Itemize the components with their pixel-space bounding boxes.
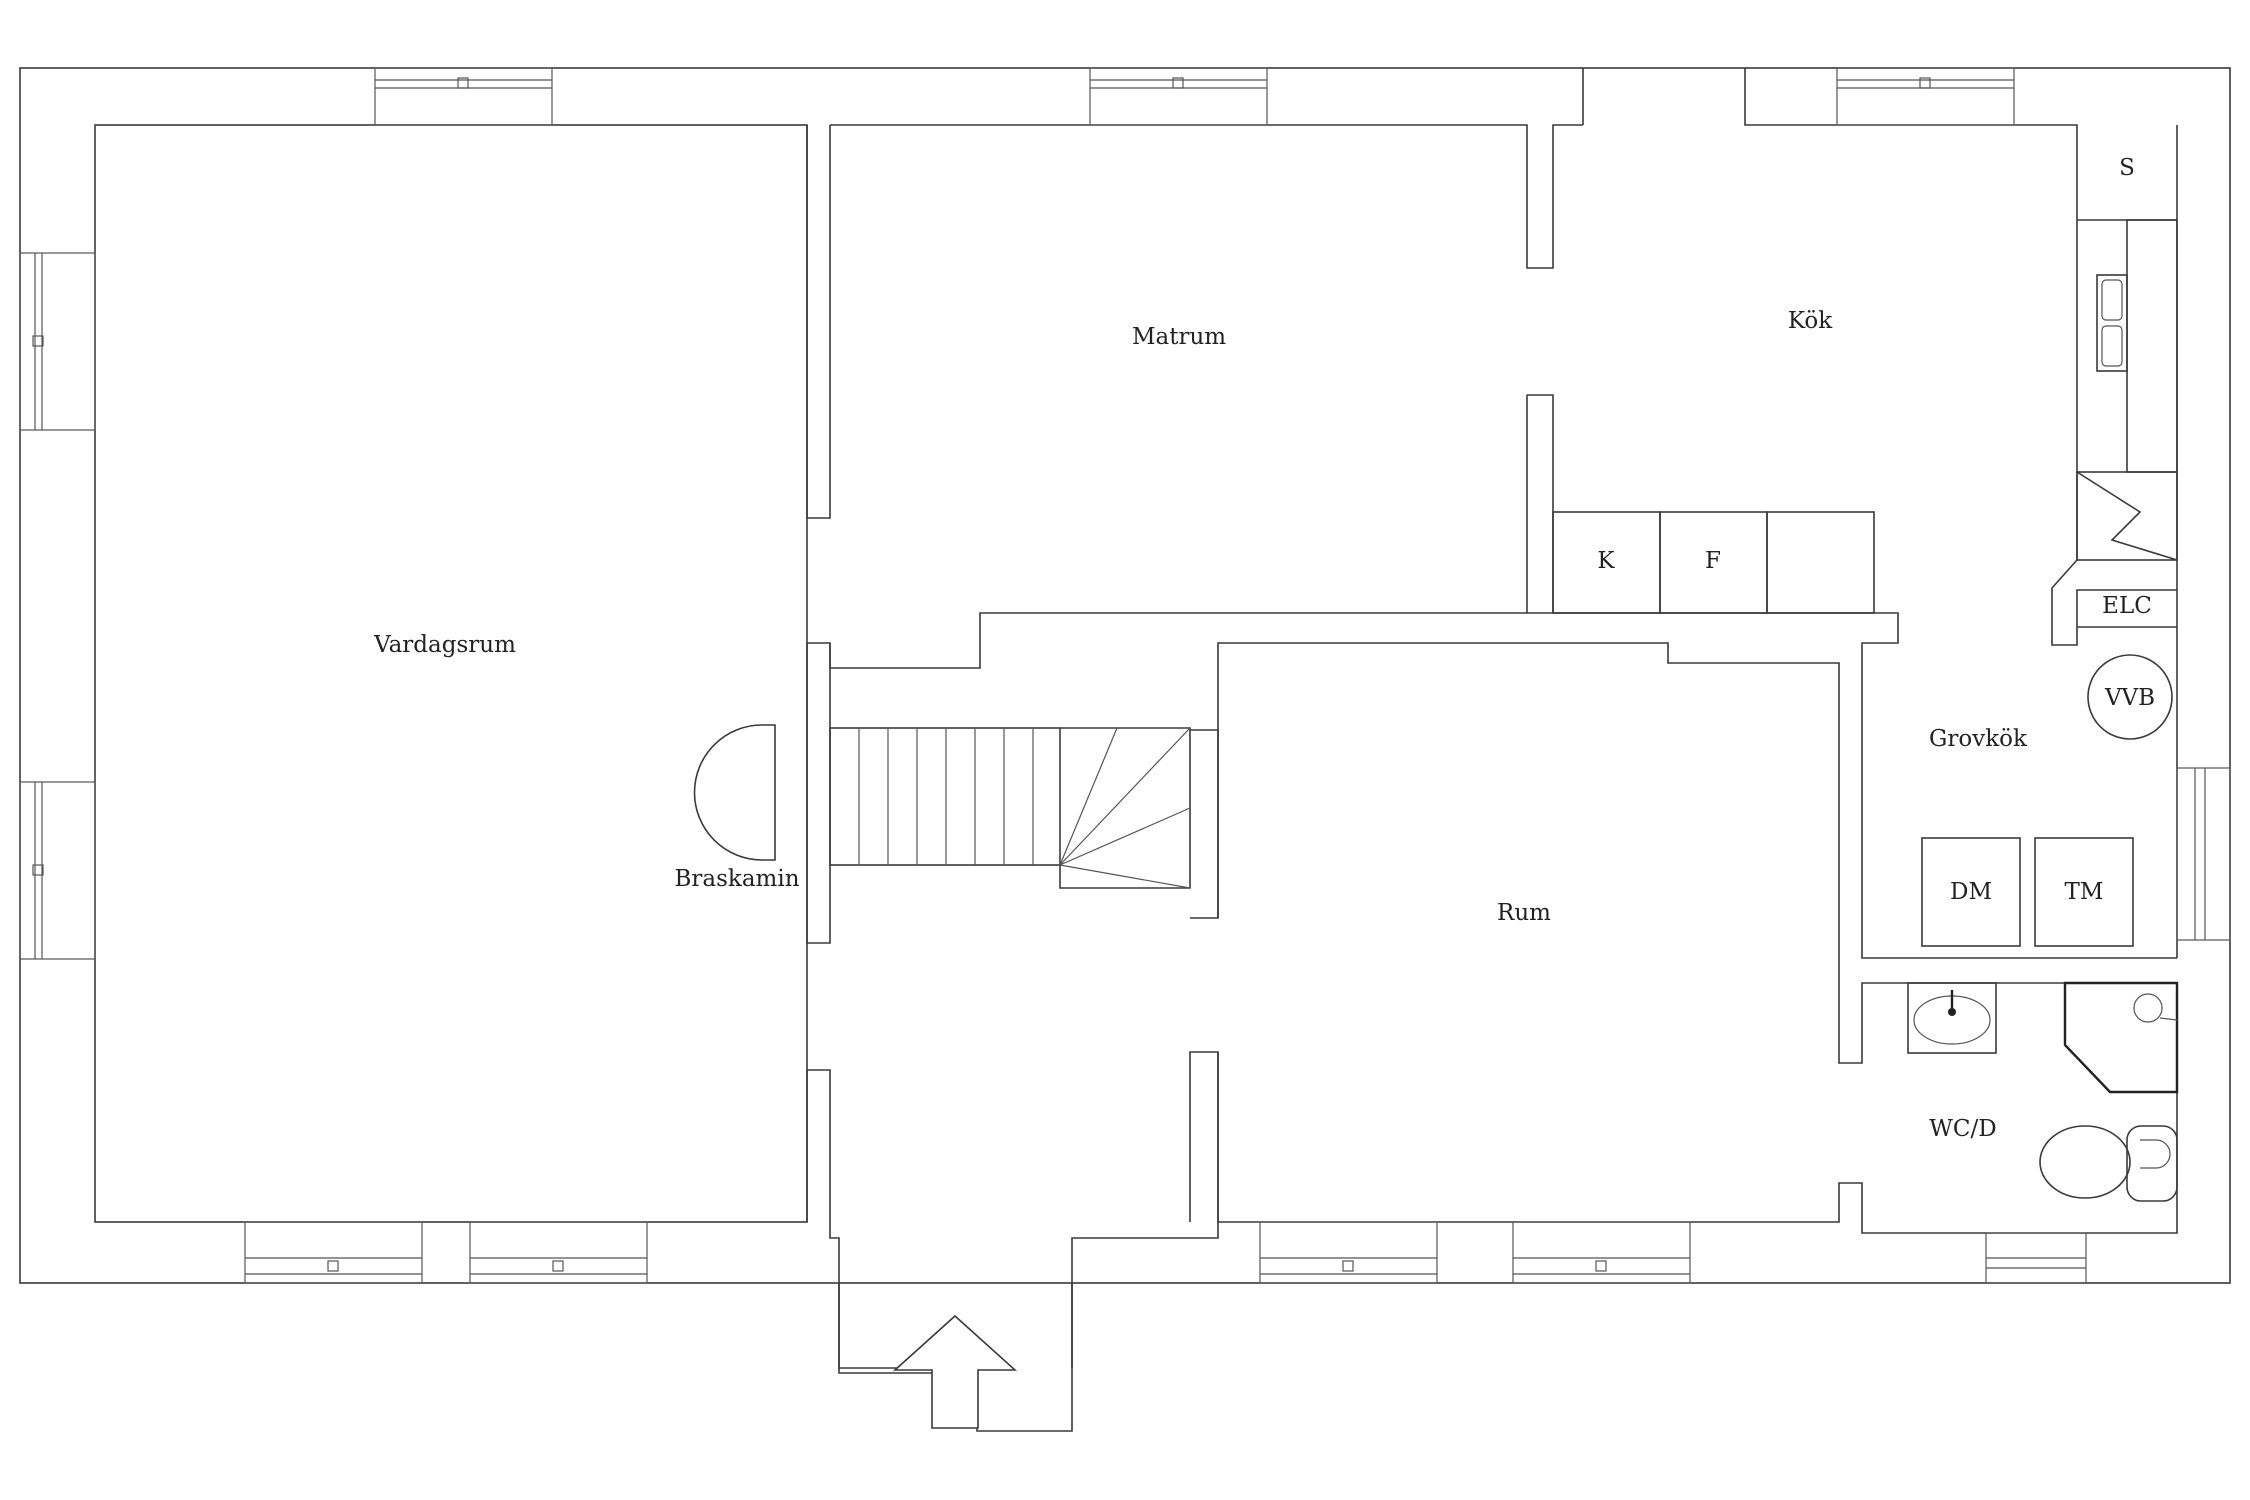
label-tm: TM	[2065, 879, 2104, 905]
fireplace-icon	[693, 724, 776, 861]
label-f: F	[1705, 548, 1721, 574]
window-top-1	[374, 67, 553, 126]
wc-sink-icon	[1907, 982, 1997, 1054]
shower-icon	[2063, 981, 2179, 1094]
toilet-icon	[2039, 1125, 2178, 1202]
window-left-1	[19, 252, 96, 431]
kitchen-counter	[2096, 219, 2178, 473]
room-label-rum: Rum	[1497, 900, 1551, 926]
label-k: K	[1597, 548, 1615, 574]
window-bottom-3	[1259, 1221, 1438, 1284]
window-right-1	[2176, 767, 2231, 941]
room-label-wc: WC/D	[1929, 1116, 1996, 1142]
window-bottom-5	[1985, 1232, 2087, 1284]
appliance-row	[1552, 511, 1875, 614]
stove-icon	[2076, 471, 2178, 561]
staircase	[829, 727, 1191, 889]
label-braskamin: Braskamin	[674, 866, 799, 892]
window-top-3	[1836, 67, 2015, 126]
sink-icon	[2096, 274, 2128, 372]
tm-appliance	[2034, 837, 2134, 947]
room-label-matrum: Matrum	[1132, 324, 1226, 350]
dm-appliance	[1921, 837, 2021, 947]
entrance-arrow-icon	[838, 1283, 1073, 1429]
room-label-kok: Kök	[1788, 308, 1833, 334]
window-top-2	[1089, 67, 1268, 126]
room-label-grovkok: Grovkök	[1929, 726, 2028, 752]
outer-walls	[19, 67, 2231, 1284]
elc-cabinet	[2051, 559, 2177, 646]
label-dm: DM	[1950, 879, 1992, 905]
window-bottom-4	[1512, 1221, 1691, 1284]
window-bottom-2	[469, 1221, 648, 1284]
window-bottom-1	[244, 1221, 423, 1284]
window-left-2	[19, 781, 96, 960]
windows	[19, 67, 2231, 1284]
room-label-vardagsrum: Vardagsrum	[373, 632, 516, 658]
label-elc: ELC	[2102, 593, 2152, 619]
label-vvb: VVB	[2104, 685, 2155, 711]
label-s: S	[2119, 155, 2135, 181]
vvb-tank	[2087, 654, 2173, 740]
